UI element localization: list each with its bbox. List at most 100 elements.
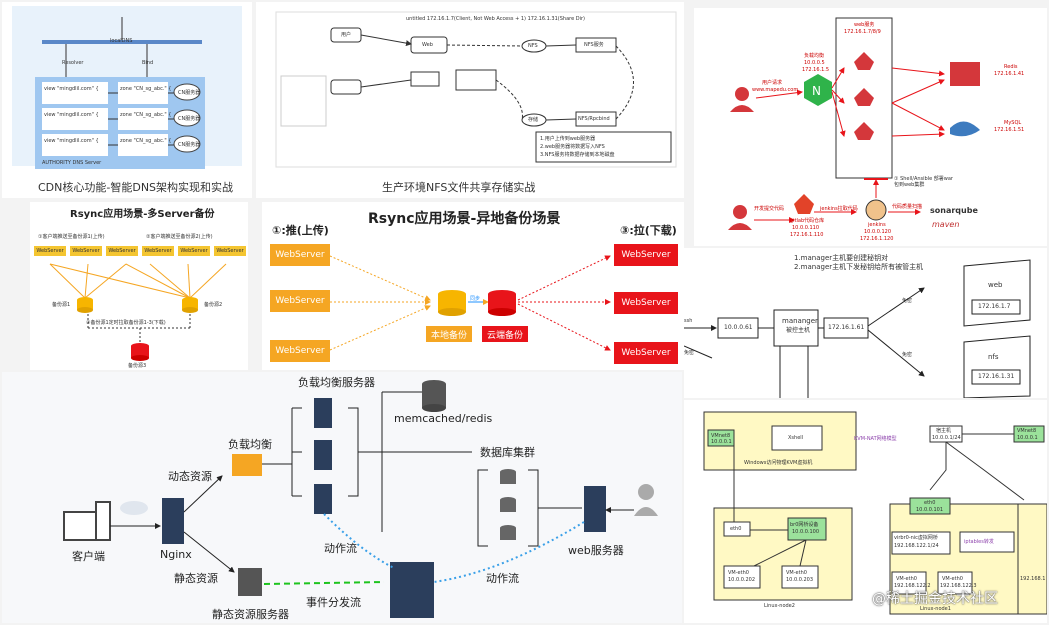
arch-scan-text: 代码质量扫描 [892, 204, 923, 210]
kvm-win-label: Windows访问物理KVM虚拟机 [744, 460, 813, 466]
rsync-remote-right-ws-3: WebServer [614, 342, 678, 364]
ssh-note-1: 1.manager主机要创建秘钥对 [794, 254, 889, 262]
nfs-box-rpcbind: NFS/Rpcbind [578, 116, 610, 122]
nfs-box-storage: 存储 [528, 117, 539, 123]
cdn-footer: AUTHORITY DNS Server [42, 160, 102, 166]
cdn-node-localdns: localDNS [110, 38, 133, 44]
ssh-left-ip: 10.0.0.61 [724, 324, 753, 331]
arch-redis-ip: 172.16.1.41 [994, 71, 1025, 77]
cdn-zone-1: zone "CN_sg_abc." { [120, 86, 172, 92]
arch-web-label: web服务 [854, 22, 875, 28]
nfs-diagram [275, 11, 677, 168]
arch-ansible: ① Shell/Ansible 部署war包到web集群 [894, 176, 953, 188]
cdn-view-1: view "mingdlil.com" { [44, 86, 99, 92]
ssh-right-ip: 172.16.1.61 [828, 324, 865, 331]
svg-text:N: N [812, 84, 821, 98]
arch-jenkins-ip1: 10.0.0.120 [864, 229, 892, 235]
kvm-vmnet8: VMnet8 [711, 433, 731, 439]
kvm-nat-vm2-ip: 192.168.122.3 [940, 583, 977, 589]
ssh-edge-left: ssh [684, 318, 693, 324]
arch-pull-text: jenkins拉取代码 [820, 206, 858, 212]
arch-dev-label: 开发提交代码 [754, 206, 785, 212]
rsync-remote-left-ws-3: WebServer [270, 340, 330, 362]
cdn-view-3: view "mingdlil.com" { [44, 138, 99, 144]
web-arch-client: 客户端 [72, 550, 105, 563]
rsync-multi-src2: 备份源2 [204, 302, 223, 308]
nfs-box-user: 用户 [341, 32, 352, 38]
ssh-web-host: web [988, 281, 1003, 289]
rsync-remote-cloud-backup: 云端备份 [482, 326, 528, 342]
rsync-remote-left-ws-2: WebServer [270, 290, 330, 312]
rsync-remote-title: Rsync应用场景-异地备份场景 [368, 211, 561, 227]
cdn-server-2: CN服务器 [178, 116, 201, 122]
rsync-multi-ws-5: WebServer [178, 246, 210, 256]
rsync-remote-right-ws-2: WebServer [614, 292, 678, 314]
kvm-nat-vmnet8: VMnet8 [1017, 428, 1037, 434]
rsync-remote-panel: Rsync应用场景-异地备份场景 ①:推(上传) ③:拉(下载) WebServ… [262, 202, 684, 370]
watermark: @稀土掘金技术社区 [872, 591, 998, 607]
kvm-br0: br0网桥设备 [790, 522, 819, 528]
arch-jenkins-ip2: 172.16.1.120 [860, 236, 894, 242]
nfs-header: untitled 172.16.1.7(Client, Not Web Acce… [406, 16, 585, 22]
web-arch-static: 静态资源 [174, 572, 218, 585]
arch-sonar-logo: sonarqube [930, 206, 978, 215]
arch-mysql-label: MySQL [1004, 120, 1022, 126]
kvm-nat-host: 宿主机 [936, 428, 952, 434]
web-arch-static-servers: 静态资源服务器 [212, 608, 289, 621]
web-arch-action-flow-1: 动作流 [324, 542, 357, 555]
ssh-nfs-ip: 172.16.1.31 [978, 373, 1015, 380]
web-arch-web-servers: web服务器 [568, 544, 624, 557]
rsync-multi-ws-2: WebServer [70, 246, 102, 256]
rsync-multi-ws-4: WebServer [142, 246, 174, 256]
kvm-nat-eth0-ip: 10.0.0.101 [916, 507, 944, 513]
ssh-panel: 1.manager主机要创建秘钥对 2.manager主机下发秘钥给所有被管主机… [684, 248, 1047, 398]
web-arch-memcached: memcached/redis [394, 412, 493, 425]
kvm-eth0: eth0 [730, 526, 742, 532]
web-arch-lb-servers: 负载均衡服务器 [298, 376, 375, 389]
rsync-remote-push: ①:推(上传) [272, 224, 329, 237]
arch-user-url: www.mapedu.com [752, 87, 799, 93]
kvm-diagram [703, 411, 1047, 615]
rsync-multi-ws-6: WebServer [214, 246, 246, 256]
cdn-node-bind: Bind [142, 60, 154, 66]
rsync-multi-title: Rsync应用场景-多Server备份 [70, 209, 215, 220]
nfs-panel: untitled 172.16.1.7(Client, Not Web Acce… [256, 2, 684, 198]
arch-diagram: N [728, 17, 980, 230]
kvm-nat-label: iptables转发 [964, 539, 994, 545]
arch-gitlab-ip2: 172.16.1.110 [790, 232, 824, 238]
kvm-vm1-ip: 10.0.0.202 [728, 577, 756, 583]
rsync-multi-step2: ②客户端推送至备份源2(上传) [146, 234, 213, 240]
cdn-node-resolver: Resolver [62, 60, 84, 66]
ssh-edge-3: 免密 [684, 350, 695, 356]
web-arch-nginx: Nginx [160, 548, 192, 561]
rsync-multi-diagram [49, 263, 227, 361]
kvm-xshell: Xshell [788, 435, 804, 441]
arch-redis-label: Redis [1004, 64, 1018, 70]
arch-mysql-ip: 172.16.1.51 [994, 127, 1025, 133]
cdn-panel: localDNS Resolver Bind view "mingdlil.co… [2, 2, 252, 198]
ssh-web-ip: 172.16.1.7 [978, 303, 1011, 310]
cdn-server-1: CN服务器 [178, 90, 201, 96]
web-arch-action-flow-2: 动作流 [486, 572, 519, 585]
rsync-remote-pull: ③:拉(下载) [620, 224, 677, 237]
nfs-box-nfs: NFS [528, 43, 538, 49]
rsync-multi-ws-3: WebServer [106, 246, 138, 256]
kvm-vm2: VM-eth0 [786, 570, 807, 576]
rsync-remote-sync: 同步 [470, 296, 481, 302]
kvm-virbr0: virbr0-nic虚拟网桥 [894, 535, 938, 541]
nfs-box-web: Web [422, 42, 433, 48]
rsync-multi-step3: ③备份源1定时拉取备份源1-3(下载) [86, 320, 166, 326]
kvm-nat-vm1-ip: 192.168.122.2 [894, 583, 931, 589]
kvm-nat-vm1: VM-eth0 [896, 576, 917, 582]
cdn-view-2: view "mingdlil.com" { [44, 112, 99, 118]
nfs-note-1: 1.用户上传到web服务器 [540, 136, 596, 142]
cdn-zone-2: zone "CN_sg_abc." { [120, 112, 172, 118]
ssh-diagram [684, 259, 1031, 398]
kvm-vm1: VM-eth0 [728, 570, 749, 576]
kvm-nat-vm2: VM-eth0 [942, 576, 963, 582]
rsync-multi-ws-1: WebServer [34, 246, 66, 256]
arch-user-label: 用户请求 [762, 80, 783, 86]
nfs-note-3: 3.NFS服务将数据存储到本地磁盘 [540, 152, 615, 158]
web-arch-diagram [63, 380, 658, 618]
kvm-virbr0-ip: 192.168.122.1/24 [894, 543, 939, 549]
